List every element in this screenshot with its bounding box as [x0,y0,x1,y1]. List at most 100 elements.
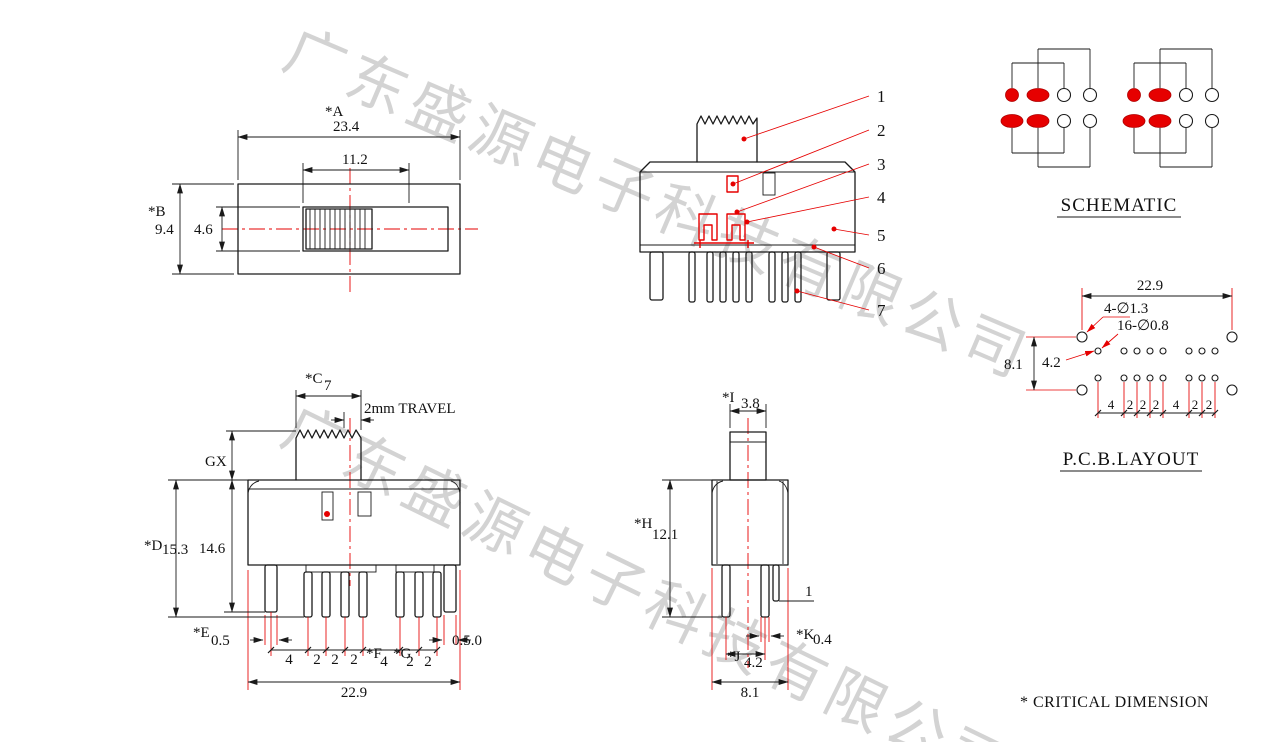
corner-hook-right [450,480,461,494]
mount-stub [772,564,780,602]
pcb-dim-row-span: 8.1 [1004,357,1023,373]
watermark: 广东盛源电子科技有限公司 广东盛源电子科技有限公司 [271,15,1041,742]
top-view: *A 23.4 11.2 *B 9.4 4.6 [148,104,478,292]
pcb-pitch-1: 4 [1108,397,1115,412]
knob-height-label: GX [205,454,227,470]
pcb-layout: 22.9 4-∅1.3 16-∅0.8 8.1 4.2 4 2 2 2 4 2 … [1004,278,1238,472]
critical-dimension-note: * CRITICAL DIMENSION [1020,694,1209,711]
pcb-pitch-5: 4 [1173,397,1180,412]
callout-7: 7 [877,301,886,320]
knob-knurl [305,208,373,250]
dim-width: 8.1 [741,685,760,701]
pcb-mount-holes-label: 4-∅1.3 [1104,301,1148,317]
dim-g-label: *G [393,646,412,662]
dim-h-label: *H [634,516,653,532]
terminal-pins [303,571,442,618]
dim-a-value: 23.4 [333,119,360,135]
pcb-pitch-4: 2 [1153,397,1160,412]
watermark-text-top: 广东盛源电子科技有限公司 [274,15,1041,394]
callout-4: 4 [877,188,886,207]
dim-i-value: 3.8 [741,396,760,412]
pcb-pitch-extensions [1097,382,1216,418]
dim-j-value: 4.2 [744,655,763,671]
dim-i-label: *I [722,390,735,406]
pcb-title: P.C.B.LAYOUT [1063,449,1199,470]
mount-leg-left [264,564,278,613]
dim-body-h: 14.6 [199,541,226,557]
mount-leg-right [826,251,841,301]
schematic-wiring-left [1011,48,1091,168]
pcb-pitch-3: 2 [1140,397,1147,412]
front-view: 1 2 3 4 5 6 7 [639,87,886,320]
knob-hatch [309,209,366,249]
dim-d-label: *D [144,538,163,554]
pcb-pitch-6: 2 [1192,397,1199,412]
contact-spring [726,175,739,193]
pcb-pitch-7: 2 [1206,397,1213,412]
corner-hook-right [778,480,789,494]
dim-f-value: 4 [380,654,388,670]
dim-e-label: *E [193,625,210,641]
mount-leg-left [649,251,664,301]
callout-leaders [730,95,870,311]
dim-c-label: *C [305,371,323,387]
inner-part [357,491,372,517]
pcb-pitch-ticks [1094,409,1219,417]
dim-c-value: 7 [324,378,332,394]
watermark-text-bottom: 广东盛源电子科技有限公司 [271,393,1024,742]
pitch-1: 4 [285,652,293,668]
pcb-dim-width: 22.9 [1137,278,1163,294]
schematic-title: SCHEMATIC [1061,195,1178,216]
knob-outline [696,115,758,163]
callout-6: 6 [877,259,886,278]
mount-leg-right [443,564,457,613]
corner-hook-left [247,480,260,494]
schematic-contacts-left [1000,87,1098,129]
dim-g-value: 2 [406,654,414,670]
terminal-pin-rear [760,564,770,618]
switch-body-outline [711,479,789,566]
dim-k-label: *K [796,627,815,643]
dim-b-value: 9.4 [155,222,174,238]
pitch-2: 2 [313,652,321,668]
schematic: SCHEMATIC [1000,48,1220,218]
pitch-extensions [247,570,461,690]
dim-d-value: 15.3 [162,542,188,558]
dim-e-value: 0.5 [211,633,230,649]
dim-a-label: *A [325,104,344,120]
dim-k-value: 0.4 [813,632,832,648]
corner-hook-left [711,480,724,494]
callout-1: 1 [877,87,886,106]
travel-label: 2mm TRAVEL [364,401,456,417]
base-tab [305,564,377,573]
dim-j-label: *J [727,649,741,665]
base-tab [395,564,435,573]
dim-stub: 1 [805,584,813,600]
schematic-contacts-right [1122,87,1220,129]
pcb-dim-row-gap: 4.2 [1042,355,1061,371]
dim-h-value: 12.1 [652,527,678,543]
dim-right-pin: 0.5.0 [452,633,482,649]
pitch-ticks [267,646,441,654]
dim-f-label: *F [366,646,382,662]
contact-rivet [324,511,330,517]
pcb-pitch-2: 2 [1127,397,1134,412]
pcb-pin-holes-label: 16-∅0.8 [1117,318,1169,334]
dim-slot-w: 11.2 [342,152,368,168]
end-view: *I 3.8 *H 12.1 1 *K 0.4 *J 4.2 8.1 [634,390,832,701]
schematic-wiring-right [1133,48,1213,168]
dim-slot-h: 4.6 [194,222,213,238]
callout-5: 5 [877,226,886,245]
side-view: *C 7 2mm TRAVEL GX 14.6 *D 15.3 *E 0.5 4… [144,371,482,701]
pin-holes [1094,347,1219,382]
knob-outline [295,429,362,481]
dim-width: 22.9 [341,685,367,701]
pitch-4: 2 [350,652,358,668]
terminal-pins [688,251,802,303]
dim-b-label: *B [148,204,166,220]
pitch-last: 2 [424,654,432,670]
mount-holes [1076,331,1238,396]
pitch-3: 2 [331,652,339,668]
